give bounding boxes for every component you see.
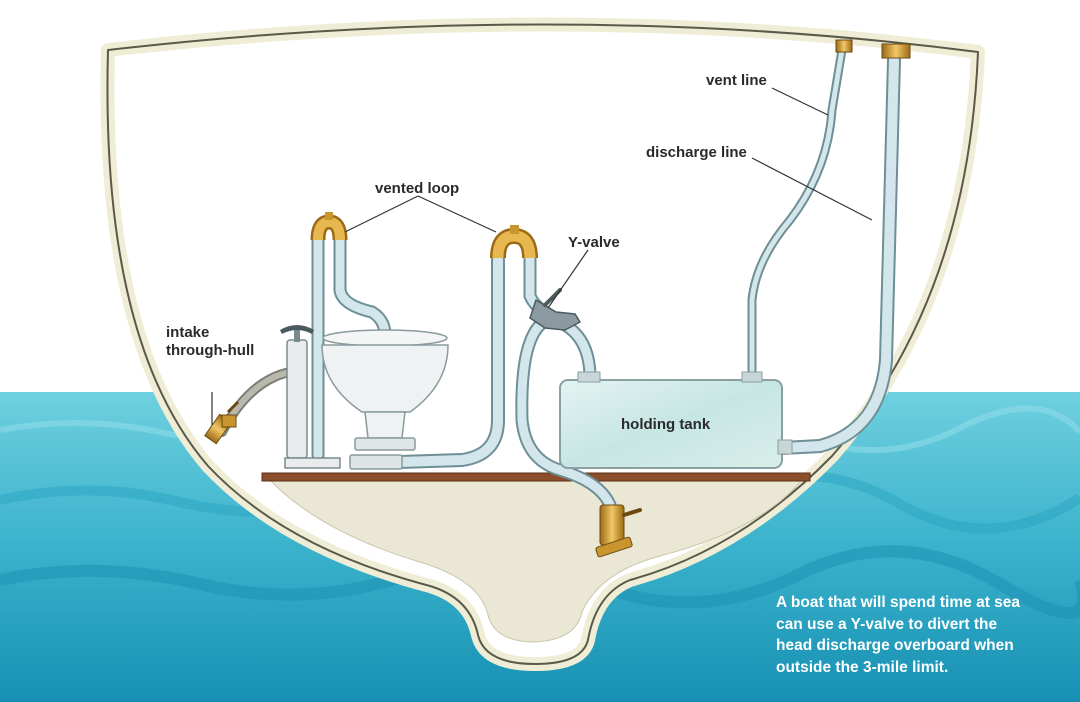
holding-tank [559,371,793,469]
caption-line-3: head discharge overboard when [776,637,1014,654]
seacock-icon [595,504,642,558]
toilet-icon [321,329,449,470]
caption-line-2: can use a Y-valve to divert the [776,615,998,633]
hull [100,17,985,671]
label-discharge-line: discharge line [646,144,747,161]
pump-icon [280,325,341,469]
label-y-valve: Y-valve [568,234,620,251]
vent-fitting [835,39,853,53]
deck-fitting [881,43,911,59]
y-valve-icon [529,288,582,331]
vented-loop-1 [310,212,348,241]
label-holding-tank: holding tank [621,416,711,433]
through-hull-icon [204,400,240,445]
label-vent-line: vent line [706,72,767,89]
cabin-sole [261,472,811,482]
caption-line-4: outside the 3-mile limit. [776,658,949,676]
caption-line-1: A boat that will spend time at sea [776,594,1021,611]
label-vented-loop: vented loop [375,180,460,197]
caption: A boat that will spend time at sea can u… [776,592,1066,678]
label-intake: intake [166,324,210,341]
label-through-hull: through-hull [166,342,255,359]
vented-loop-2 [490,225,538,259]
leader-lines [211,87,873,425]
